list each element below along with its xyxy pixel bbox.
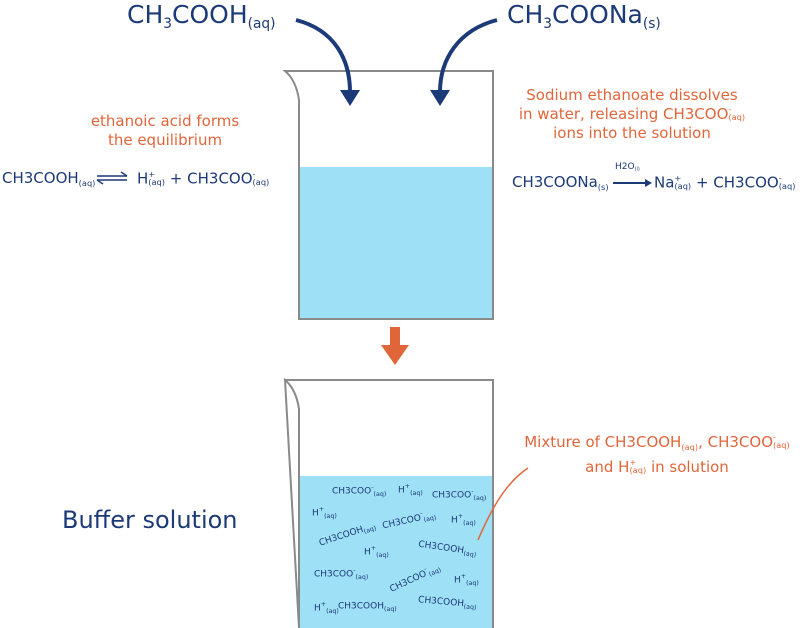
salt-note: Sodium ethanoate dissolves in water, rel… [518, 86, 746, 142]
species-label: CH3COO-(aq) [314, 567, 369, 581]
species-label: H+(aq) [314, 601, 339, 615]
bottom-beaker-liquid [299, 476, 493, 628]
mixture-note: Mixture of CH3COOH(aq), CH3COO-(aq) and … [524, 432, 790, 476]
acid-equation-products: H+(aq) + CH3COO-(aq) [137, 169, 270, 188]
species-label: H+(aq) [451, 513, 476, 527]
species-label: CH3COO-(aq) [332, 484, 387, 498]
top-beaker-liquid [299, 167, 493, 319]
salt-equation-reactant: CH3COONa(s) [512, 173, 609, 192]
salt-arrow [438, 18, 498, 93]
salt-arrow-head [430, 90, 450, 106]
top-beaker [282, 70, 494, 320]
species-label: H+(aq) [364, 545, 389, 559]
salt-equation-products: Na+(aq) + CH3COO-(aq) [654, 173, 796, 192]
acid-note: ethanoic acid forms the equilibrium [90, 112, 240, 149]
species-label: H+(aq) [398, 483, 423, 497]
species-label: H+(aq) [312, 506, 337, 520]
buffer-label: Buffer solution [62, 506, 238, 534]
salt-label: CH3COONa(s) [507, 0, 661, 32]
acid-label: CH3COOH(aq) [127, 0, 276, 32]
species-label: CH3COOH(aq) [338, 601, 397, 613]
transition-arrow-shaft [390, 327, 400, 347]
species-label: CH3COO-(aq) [432, 488, 487, 502]
acid-equation-reactant: CH3COOH(aq) [2, 169, 96, 188]
bottom-beaker [283, 377, 494, 628]
transition-arrow-head [381, 345, 409, 365]
species-label: H+(aq) [454, 573, 479, 587]
salt-equation-solvent: H2O(l) [615, 162, 640, 173]
acid-arrow [295, 18, 352, 93]
mixture-pointer [477, 467, 529, 541]
acid-arrow-head [340, 90, 360, 106]
